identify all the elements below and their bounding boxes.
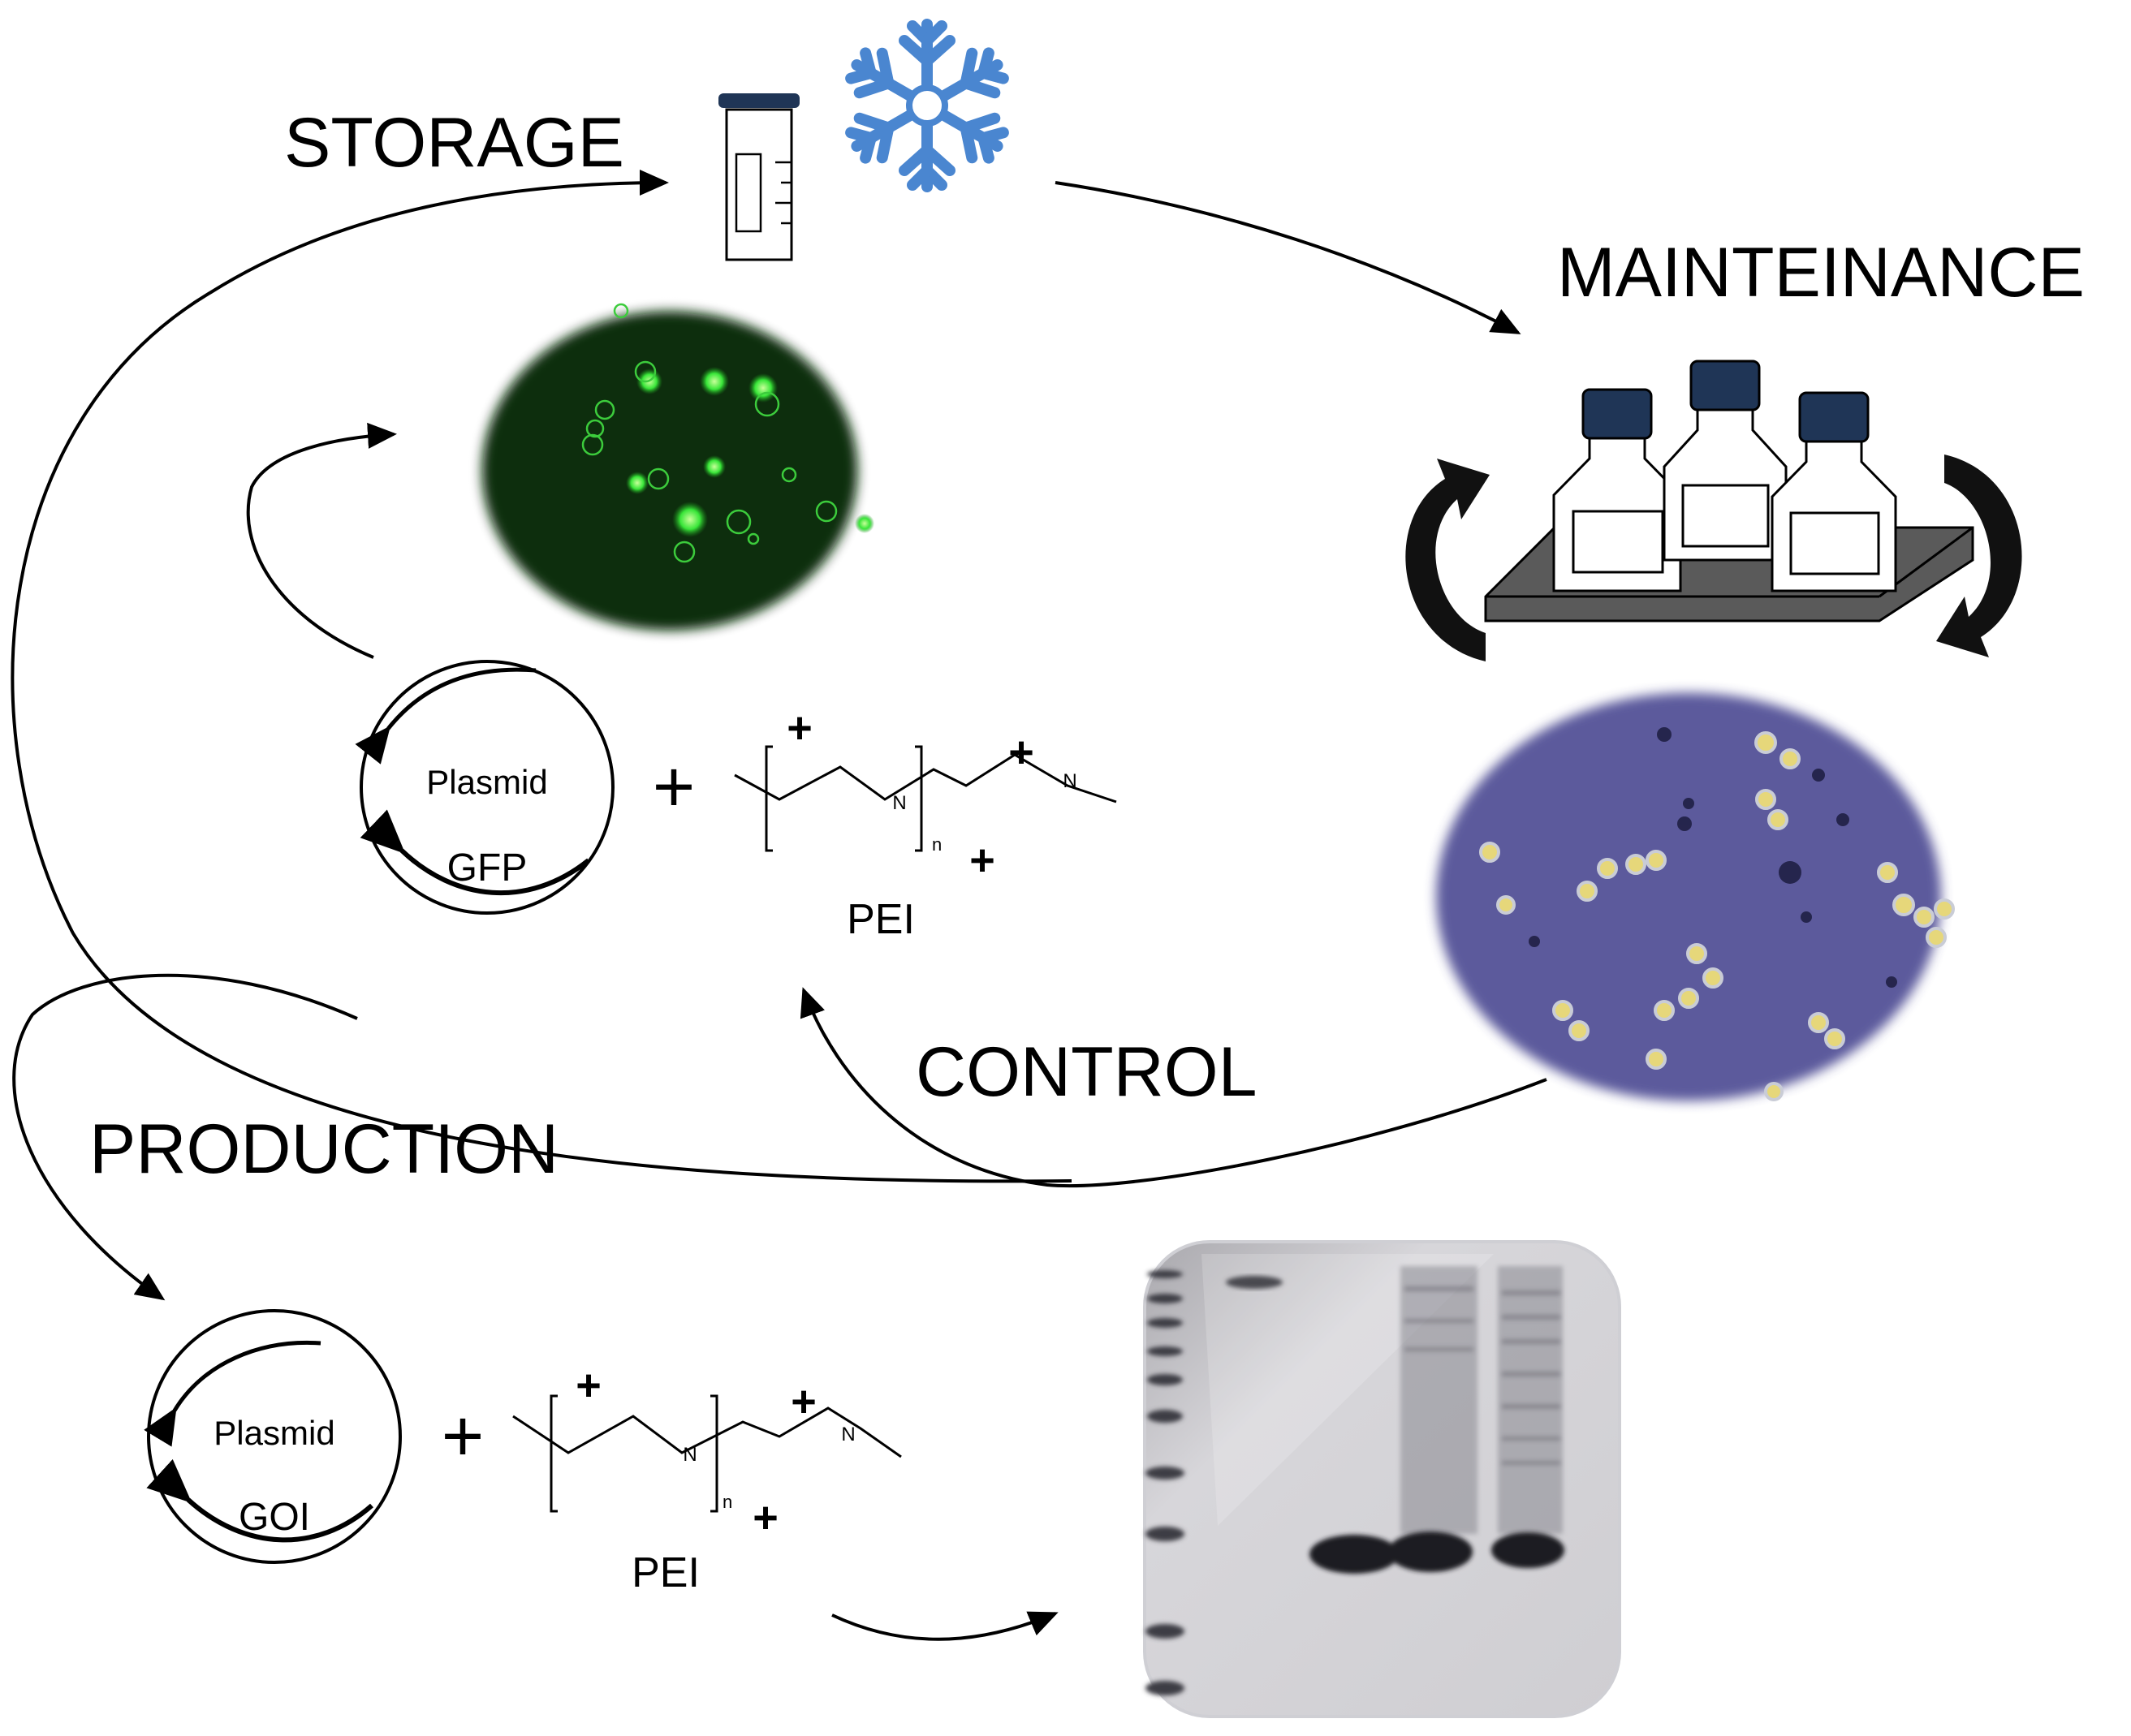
brightfield-cell-micrograph (1421, 678, 1956, 1116)
gfp-fluorescence-micrograph (467, 296, 874, 645)
pei-label: PEI (632, 1549, 700, 1596)
repeat-subscript: n (932, 834, 942, 855)
production-label: PRODUCTION (89, 1110, 559, 1188)
positive-charge: + (969, 836, 995, 885)
plasmid-label: Plasmid (214, 1414, 334, 1452)
arrow-production-to-gel (831, 1611, 1059, 1641)
pei-nitrogen: N (683, 1444, 697, 1466)
positive-charge: + (791, 1377, 817, 1426)
positive-charge: + (753, 1493, 779, 1542)
control-label: CONTROL (916, 1033, 1257, 1111)
arrow-maintenance-to-control (800, 987, 1547, 1188)
culture-bottle (1552, 388, 1682, 592)
plasmid-label: Plasmid (426, 763, 547, 801)
pei-label: PEI (847, 896, 915, 943)
culture-bottle (1771, 391, 1897, 592)
transfection-goi-group: Plasmid GOI + N N n + + + PEI (144, 1309, 902, 1596)
plasmid-goi-icon (144, 1309, 402, 1564)
cryo-tube-icon (718, 93, 800, 261)
pei-structure (734, 745, 1117, 852)
gel-smear (1400, 1266, 1563, 1534)
arrow-to-production (12, 973, 358, 1301)
gfp-gene-label: GFP (447, 846, 528, 890)
gel-product-bands (1309, 1531, 1564, 1574)
arrow-to-storage (11, 170, 1072, 1183)
plus-sign: + (442, 1396, 485, 1477)
transfection-gfp-group: Plasmid GFP + N N n + + + PEI (355, 660, 1117, 943)
pei-nitrogen: N (841, 1424, 855, 1445)
workflow-arrows (11, 170, 1547, 1641)
culture-bottle (1663, 360, 1788, 562)
gel-ladder (1145, 1270, 1184, 1695)
plasmid-gfp-icon (355, 660, 615, 915)
rotation-arrows-icon (1405, 454, 2022, 661)
snowflake-icon (845, 19, 1009, 192)
arrow-storage-to-maintenance (1055, 181, 1521, 334)
positive-charge: + (1008, 728, 1034, 777)
repeat-subscript: n (723, 1492, 732, 1512)
arrow-transfection-to-gfp-image (246, 422, 397, 659)
gel-band (1226, 1276, 1283, 1289)
pei-nitrogen: N (892, 792, 906, 814)
goi-gene-label: GOI (239, 1496, 310, 1539)
plus-sign: + (653, 747, 696, 828)
pei-structure (512, 1394, 902, 1513)
sds-page-gel (1143, 1240, 1621, 1718)
pei-nitrogen: N (1063, 770, 1076, 792)
positive-charge: + (576, 1361, 602, 1410)
culture-bottles-on-shaker-icon (1484, 360, 1974, 622)
positive-charge: + (787, 704, 813, 752)
maintenance-label: MAINTEINANCE (1557, 234, 2085, 312)
storage-label: STORAGE (284, 104, 624, 182)
